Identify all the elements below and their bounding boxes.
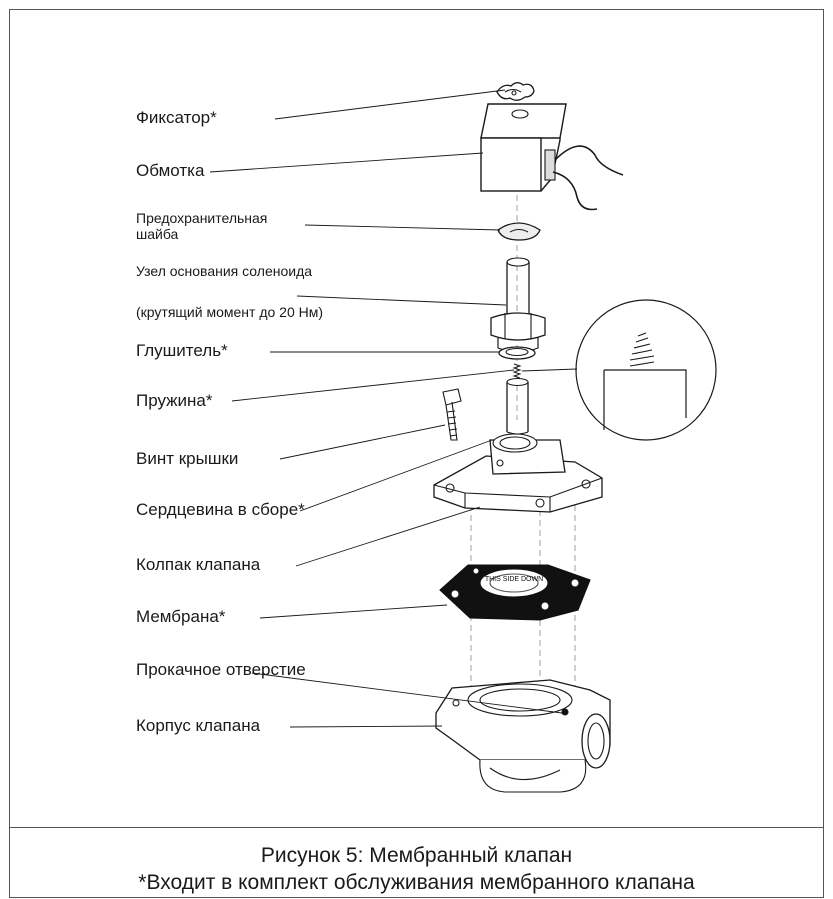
label-valve-cap: Колпак клапана [136, 555, 261, 574]
core-part [506, 377, 529, 435]
membrane-stamp-text: THIS SIDE DOWN [485, 576, 543, 583]
valve-cap-part [433, 433, 603, 513]
figure-frame [9, 9, 824, 898]
label-safety-washer-line1: Предохранительная [136, 210, 268, 226]
solenoid-base-part [490, 257, 546, 353]
figure-caption-note: *Входит в комплект обслуживания мембранн… [138, 871, 695, 894]
cover-screw-part [442, 388, 462, 441]
label-coil: Обмотка [136, 161, 205, 180]
safety-washer-part [497, 222, 541, 241]
figure-caption-title: Рисунок 5: Мембранный клапан [260, 844, 573, 867]
label-core-assembly: Сердцевина в сборе* [136, 500, 305, 519]
spring-part [512, 363, 522, 379]
label-bleed-hole: Прокачное отверстие [136, 660, 306, 679]
label-retainer: Фиксатор* [136, 108, 217, 127]
label-spring: Пружина* [136, 391, 213, 410]
leader-lines [209, 89, 563, 728]
spring-detail-inset [521, 299, 717, 441]
membrane-part [439, 564, 591, 621]
retainer-part [496, 82, 535, 101]
valve-body-part [435, 679, 611, 793]
caption-divider [9, 827, 824, 828]
label-membrane: Мембрана* [136, 607, 226, 626]
label-muffler: Глушитель* [136, 341, 228, 360]
coil-part [480, 103, 624, 211]
label-solenoid-base: Узел основания соленоида [136, 263, 313, 279]
label-cover-screw: Винт крышки [136, 449, 239, 468]
label-safety-washer-line2: шайба [136, 226, 179, 242]
label-torque: (крутящий момент до 20 Нм) [136, 304, 324, 320]
label-valve-body: Корпус клапана [136, 716, 261, 735]
muffler-part [498, 346, 536, 360]
